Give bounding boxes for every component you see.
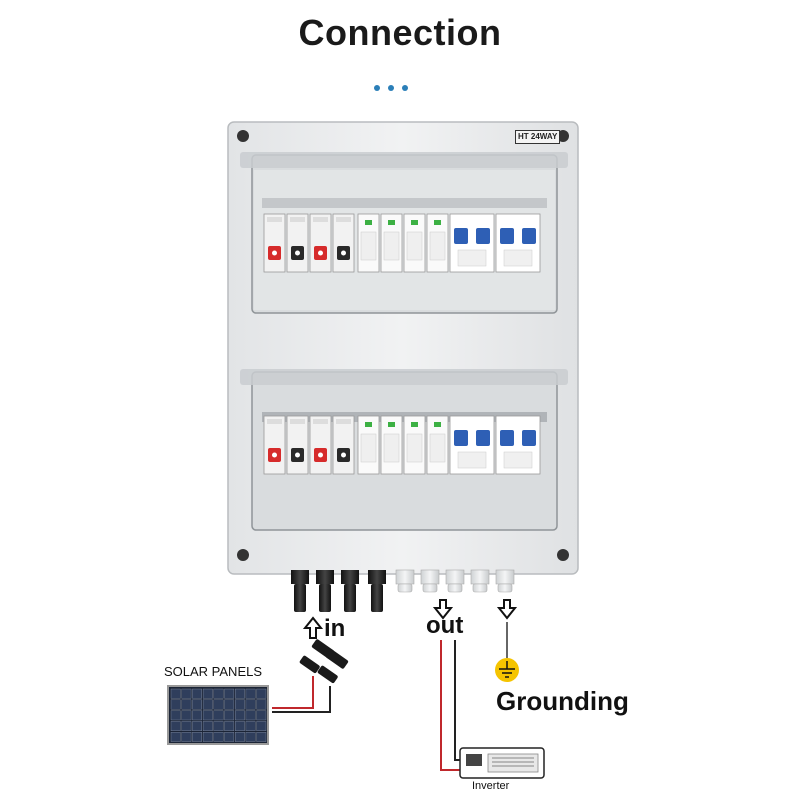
dc-breaker <box>495 213 541 273</box>
fuse-holder <box>263 415 286 475</box>
dc-breaker <box>449 415 495 475</box>
lower-module-row <box>263 415 541 475</box>
solar-wire-black <box>272 686 331 713</box>
fuse-holder <box>286 213 309 273</box>
fuse-holder <box>263 213 286 273</box>
output-wire-red <box>440 640 462 771</box>
ground-symbol-icon <box>495 658 519 682</box>
surge-protector <box>357 415 380 475</box>
output-gland <box>445 569 465 593</box>
inverter-label: Inverter <box>472 780 510 792</box>
solar-panels-label: SOLAR PANELS <box>164 664 263 679</box>
title-dots <box>370 78 430 91</box>
fuse-holder <box>309 213 332 273</box>
fuse-holder <box>332 213 355 273</box>
upper-hinge-cover <box>240 152 568 168</box>
screw-bottom-left <box>237 549 249 561</box>
surge-protector <box>380 415 403 475</box>
ground-arrow-icon <box>496 599 518 620</box>
surge-protector <box>380 213 403 273</box>
enclosure-badge: HT 24WAY <box>515 130 561 144</box>
out-arrow-icon <box>432 599 454 620</box>
input-gland <box>291 570 309 612</box>
input-gland <box>368 570 386 612</box>
out-label: out <box>426 612 464 639</box>
lower-hinge-cover <box>240 369 568 385</box>
mc4-connector-icon <box>299 639 349 684</box>
upper-module-row <box>263 213 541 273</box>
in-label: in <box>324 615 346 642</box>
surge-protector <box>357 213 380 273</box>
upper-din-rail <box>262 198 547 208</box>
fuse-holder <box>309 415 332 475</box>
surge-protector <box>426 415 449 475</box>
surge-protector <box>403 415 426 475</box>
inverter-icon <box>459 747 545 779</box>
output-gland <box>495 569 515 593</box>
output-gland <box>395 569 415 593</box>
fuse-holder <box>286 415 309 475</box>
dc-breaker <box>495 415 541 475</box>
input-gland <box>341 570 359 612</box>
cable-glands <box>291 569 515 612</box>
screw-bottom-right <box>557 549 569 561</box>
screw-top-left <box>237 130 249 142</box>
solar-wire-red <box>272 676 314 709</box>
page-title: Connection <box>298 12 502 53</box>
solar-panel-icon <box>167 685 269 745</box>
in-arrow-icon <box>302 616 324 639</box>
input-gland <box>316 570 334 612</box>
dc-breaker <box>449 213 495 273</box>
fuse-holder <box>332 415 355 475</box>
surge-protector <box>426 213 449 273</box>
output-wire-black <box>454 640 462 761</box>
surge-protector <box>403 213 426 273</box>
grounding-label: Grounding <box>496 686 629 716</box>
output-gland <box>470 569 490 593</box>
output-gland <box>420 569 440 593</box>
